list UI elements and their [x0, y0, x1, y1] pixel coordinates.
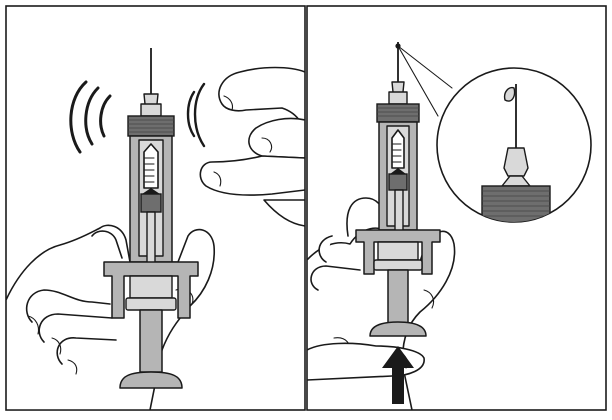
plunger-stopper [140, 193, 162, 213]
plunger-stopper [388, 173, 408, 191]
needle-cap-collar [376, 103, 420, 123]
plunger-stopper-tip [142, 188, 160, 194]
plunger-head [119, 371, 183, 389]
magnifier-leader-bottom [397, 45, 439, 117]
syringe-right [355, 42, 441, 337]
magnifier-leader-top [397, 45, 453, 89]
plunger-head [369, 321, 427, 337]
needle-hub-magnified [503, 147, 529, 177]
plunger-stopper-tip [390, 168, 406, 174]
tapping-hand [199, 66, 305, 227]
finger-flange [103, 261, 199, 319]
syringe-left [103, 48, 199, 389]
needle-cap-collar [127, 115, 175, 137]
magnifier-inset [436, 67, 592, 223]
tap-vibration-icon [69, 80, 206, 154]
air-bubble [143, 143, 159, 189]
finger-flange [355, 229, 441, 275]
drop-magnified [503, 86, 516, 102]
panel-2 [306, 5, 607, 411]
up-arrow-icon [382, 346, 414, 404]
panel-1 [5, 5, 306, 411]
